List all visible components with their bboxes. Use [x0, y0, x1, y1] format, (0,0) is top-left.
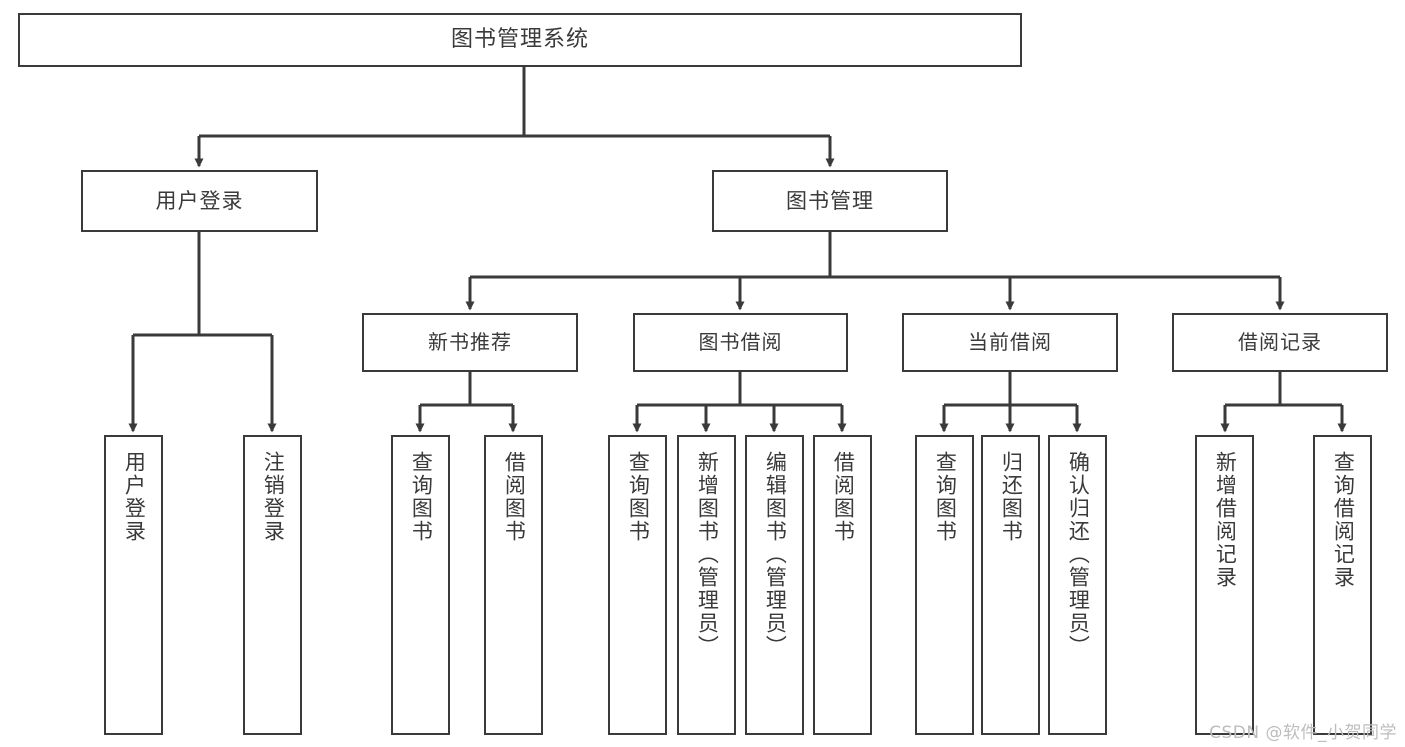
node-label: 注销登录	[261, 451, 286, 543]
node-label: 查询图书	[933, 451, 958, 543]
node-root-book-management-system[interactable]: 图书管理系统	[18, 13, 1022, 67]
node-label: 图书管理系统	[450, 27, 589, 53]
node-label: 用户登录	[155, 188, 244, 213]
node-book-management[interactable]: 图书管理	[712, 170, 948, 232]
node-label: 图书管理	[786, 188, 874, 213]
node-label: 新增借阅记录	[1213, 451, 1238, 589]
node-leaf-user-login[interactable]: 用户登录	[104, 435, 163, 735]
node-label: 借阅图书	[502, 451, 527, 543]
node-label: 归还图书	[999, 451, 1024, 543]
node-label: 查询图书	[409, 451, 434, 543]
node-leaf-add-borrow-record[interactable]: 新增借阅记录	[1195, 435, 1254, 735]
node-leaf-confirm-return[interactable]: 确认归还（管理员）	[1048, 435, 1107, 735]
node-leaf-query-borrow-record[interactable]: 查询借阅记录	[1313, 435, 1372, 735]
node-user-login[interactable]: 用户登录	[81, 170, 318, 232]
node-leaf-logout-login[interactable]: 注销登录	[243, 435, 302, 735]
node-leaf-return-book[interactable]: 归还图书	[981, 435, 1040, 735]
node-label: 用户登录	[122, 451, 147, 543]
node-label: 查询借阅记录	[1331, 451, 1356, 589]
watermark-text: CSDN @软件_小贺同学	[1209, 723, 1397, 743]
node-leaf-add-book[interactable]: 新增图书（管理员）	[677, 435, 736, 735]
node-label: 查询图书	[626, 451, 651, 543]
node-label: 借阅图书	[831, 451, 856, 543]
node-label: 新书推荐	[428, 330, 512, 354]
node-current-borrow[interactable]: 当前借阅	[902, 313, 1118, 372]
node-leaf-query-book-2[interactable]: 查询图书	[608, 435, 667, 735]
node-leaf-edit-book[interactable]: 编辑图书（管理员）	[745, 435, 804, 735]
node-label: 借阅记录	[1238, 330, 1322, 354]
node-label: 确认归还（管理员）	[1066, 451, 1091, 658]
node-leaf-borrow-book-1[interactable]: 借阅图书	[484, 435, 543, 735]
node-book-borrow[interactable]: 图书借阅	[633, 313, 848, 372]
node-leaf-query-book-1[interactable]: 查询图书	[391, 435, 450, 735]
node-label: 当前借阅	[968, 330, 1052, 354]
node-new-book-recommend[interactable]: 新书推荐	[362, 313, 578, 372]
node-leaf-query-book-3[interactable]: 查询图书	[915, 435, 974, 735]
node-leaf-borrow-book-2[interactable]: 借阅图书	[813, 435, 872, 735]
node-label: 新增图书（管理员）	[695, 451, 720, 658]
node-label: 图书借阅	[698, 330, 783, 354]
node-label: 编辑图书（管理员）	[763, 451, 788, 658]
node-borrow-record[interactable]: 借阅记录	[1172, 313, 1388, 372]
